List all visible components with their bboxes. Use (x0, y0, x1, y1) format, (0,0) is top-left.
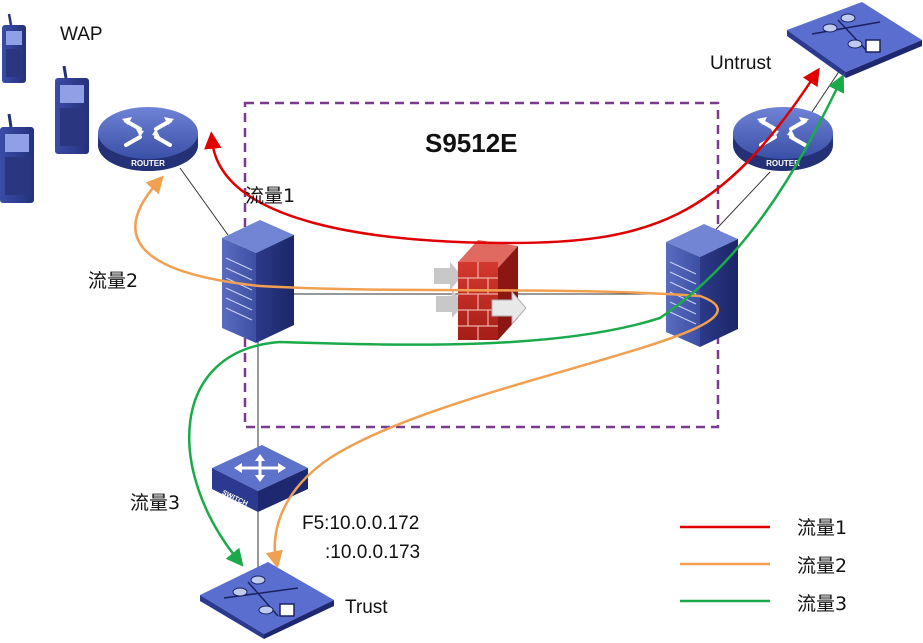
trust-label: Trust (345, 597, 388, 618)
flow1-path (204, 67, 820, 245)
mobile-phone-icon (0, 113, 34, 203)
mobile-phone-icon (2, 13, 26, 83)
link-router-left-to-core-left (179, 167, 229, 236)
legend-label-flow2: 流量2 (797, 555, 848, 577)
lan-network-icon (787, 2, 922, 78)
router-label: ROUTER (131, 159, 165, 168)
router-icon: ROUTER (98, 107, 198, 171)
switch-icon: SWITCH (212, 445, 308, 512)
flow3-path (188, 74, 845, 567)
untrust-label: Untrust (710, 53, 772, 74)
flow1-label: 流量1 (245, 185, 296, 207)
device-title: S9512E (425, 128, 518, 158)
legend-label-flow1: 流量1 (797, 517, 848, 539)
flow2-label: 流量2 (88, 270, 139, 292)
lan-network-icon (200, 562, 334, 639)
ip-address-primary: F5:10.0.0.172 (302, 513, 420, 534)
ip-address-secondary: :10.0.0.173 (325, 542, 421, 563)
wap-label: WAP (60, 24, 103, 45)
mobile-phone-icon (55, 65, 89, 154)
legend-swatches (680, 525, 770, 603)
legend-label-flow3: 流量3 (797, 593, 848, 615)
flow3-label: 流量3 (130, 492, 181, 514)
